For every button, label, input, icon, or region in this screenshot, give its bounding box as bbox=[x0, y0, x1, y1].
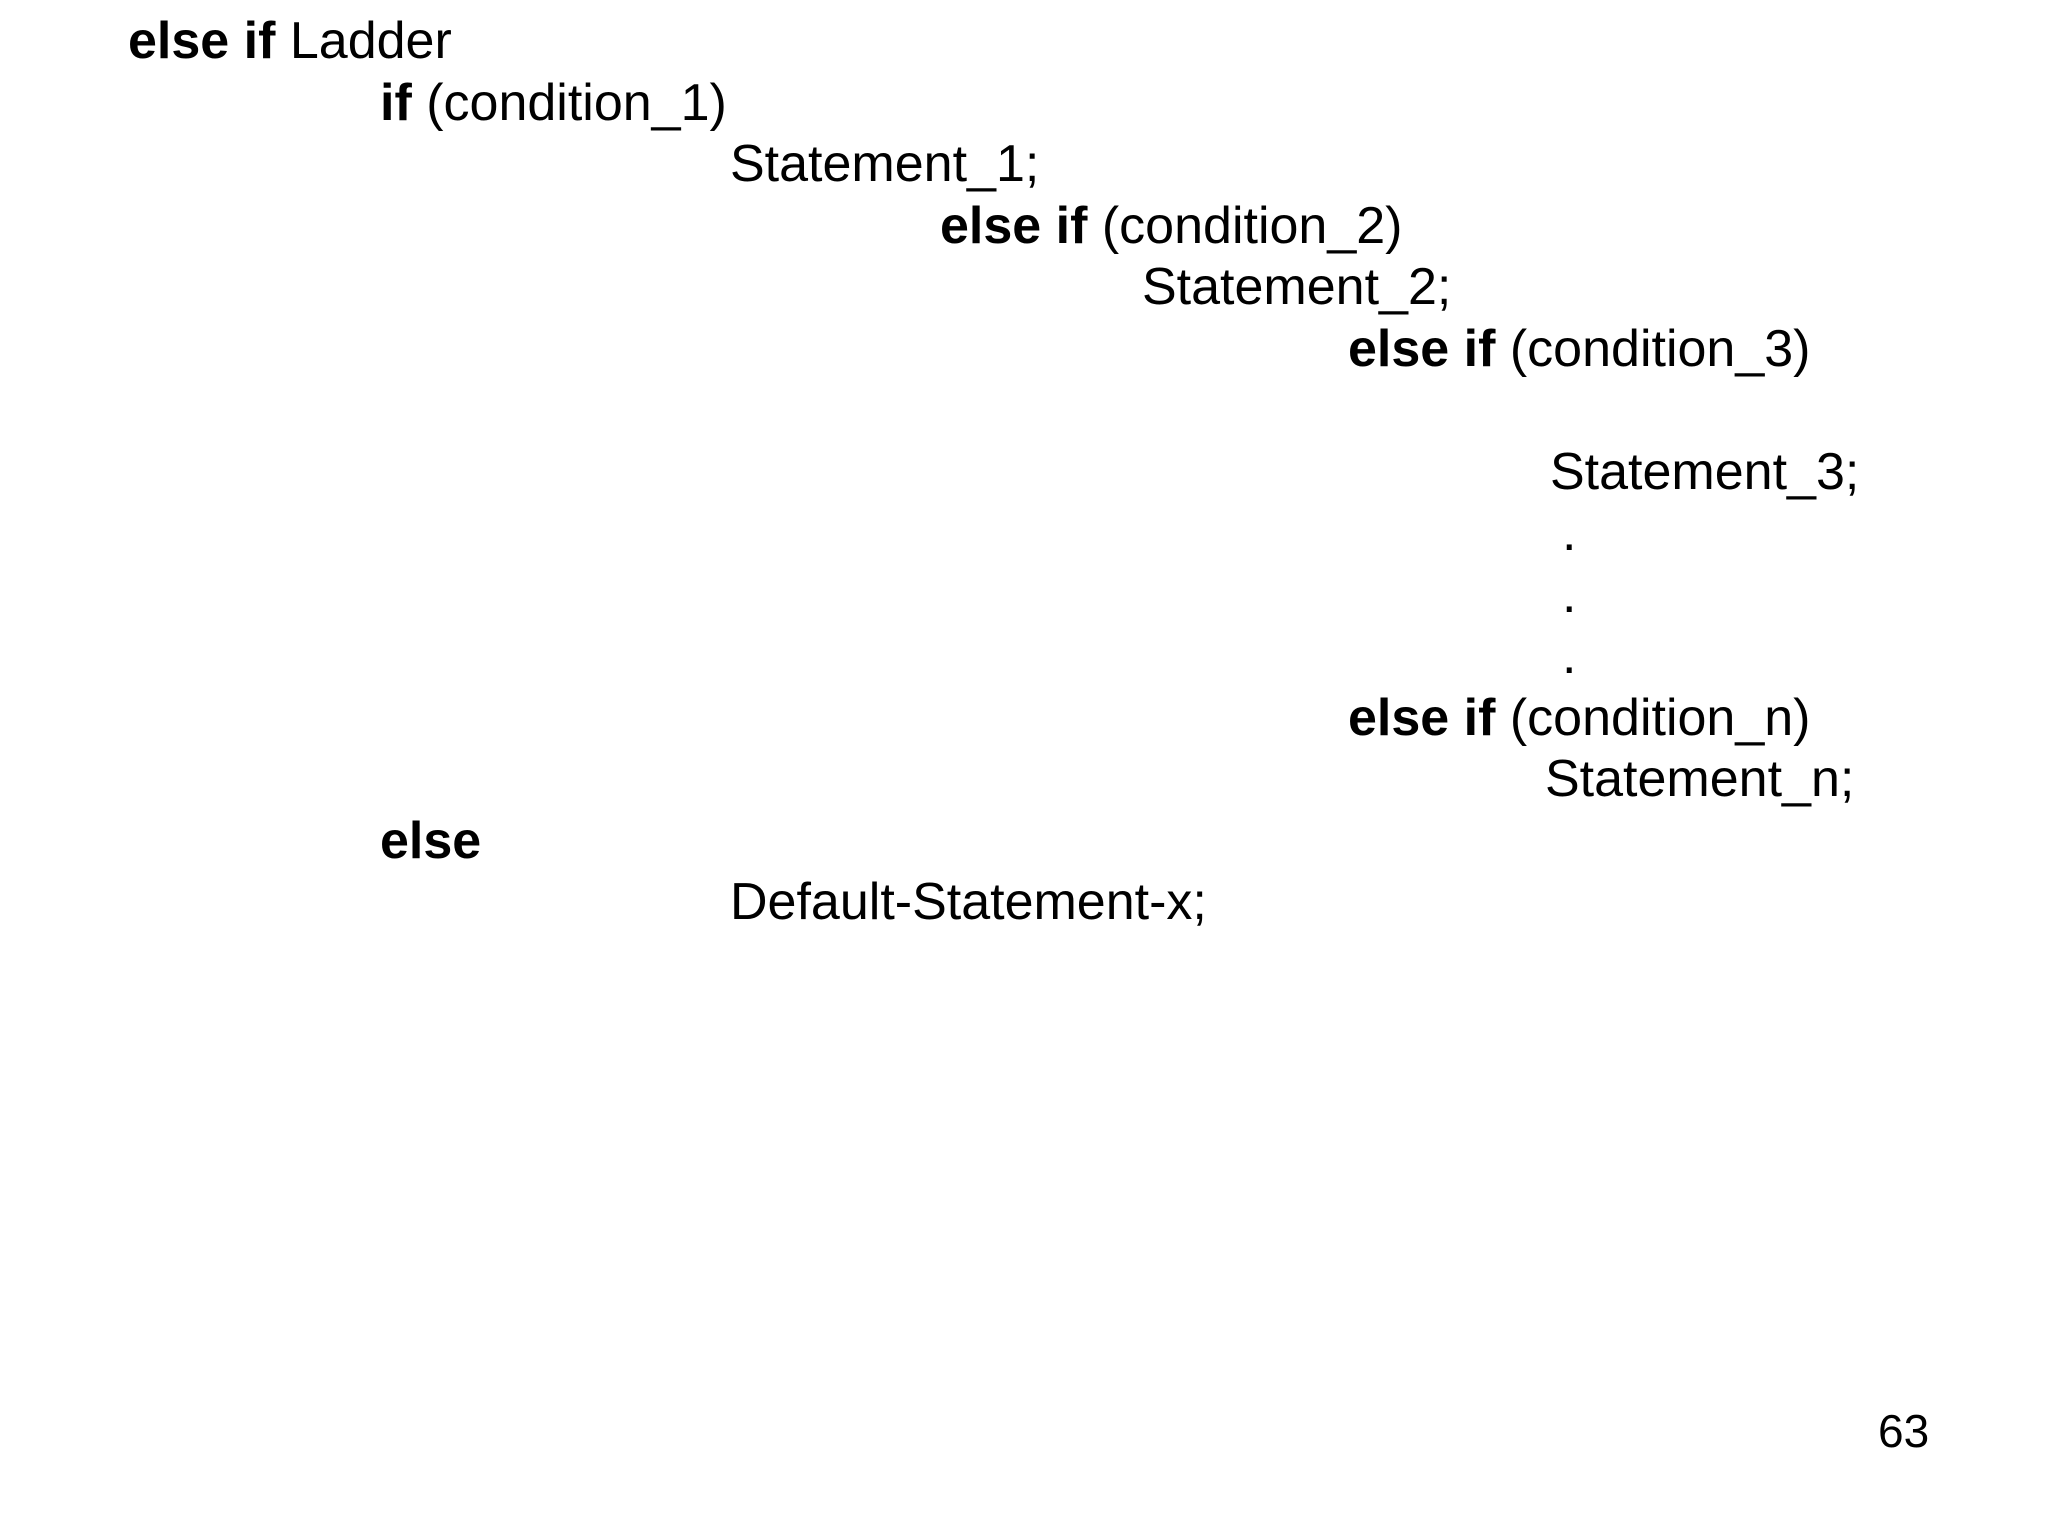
code-text: . bbox=[1562, 627, 1577, 685]
code-text: Statement_n; bbox=[1545, 750, 1855, 808]
code-keyword: else if bbox=[1348, 688, 1496, 747]
code-line-14: else bbox=[0, 811, 2048, 873]
code-line-3: Statement_1; bbox=[0, 134, 2048, 196]
code-line-4: else if (condition_2) bbox=[0, 196, 2048, 258]
code-line-2: if (condition_1) bbox=[0, 73, 2048, 135]
code-text: Statement_2; bbox=[1142, 258, 1452, 316]
code-line-13: Statement_n; bbox=[0, 749, 2048, 811]
code-keyword: else if bbox=[1348, 319, 1496, 378]
code-text: Default-Statement-x; bbox=[730, 873, 1207, 931]
code-line-11: . bbox=[0, 626, 2048, 688]
code-line-6: else if (condition_3) bbox=[0, 319, 2048, 381]
code-keyword: else bbox=[380, 811, 482, 870]
code-text: . bbox=[1562, 504, 1577, 562]
code-keyword: else if bbox=[128, 12, 276, 70]
code-text: . bbox=[1562, 565, 1577, 624]
code-text: Ladder bbox=[275, 12, 452, 70]
code-text: Statement_3; bbox=[1550, 442, 1860, 501]
code-text: (condition_n) bbox=[1495, 688, 1811, 747]
code-keyword: else if bbox=[940, 196, 1088, 255]
page-number: 63 bbox=[1878, 1405, 1930, 1457]
code-text: (condition_2) bbox=[1087, 196, 1403, 255]
code-text: (condition_1) bbox=[411, 73, 727, 132]
code-text: (condition_3) bbox=[1495, 319, 1811, 378]
code-line-9: . bbox=[0, 503, 2048, 565]
code-keyword: if bbox=[380, 73, 412, 132]
code-line-1: else if Ladder bbox=[0, 11, 2048, 73]
code-line-5: Statement_2; bbox=[0, 257, 2048, 319]
code-line-10: . bbox=[0, 565, 2048, 627]
code-line-12: else if (condition_n) bbox=[0, 688, 2048, 750]
code-line-blank bbox=[0, 380, 2048, 442]
code-line-15: Default-Statement-x; bbox=[0, 872, 2048, 934]
code-line-8: Statement_3; bbox=[0, 442, 2048, 504]
code-text: Statement_1; bbox=[730, 135, 1040, 193]
